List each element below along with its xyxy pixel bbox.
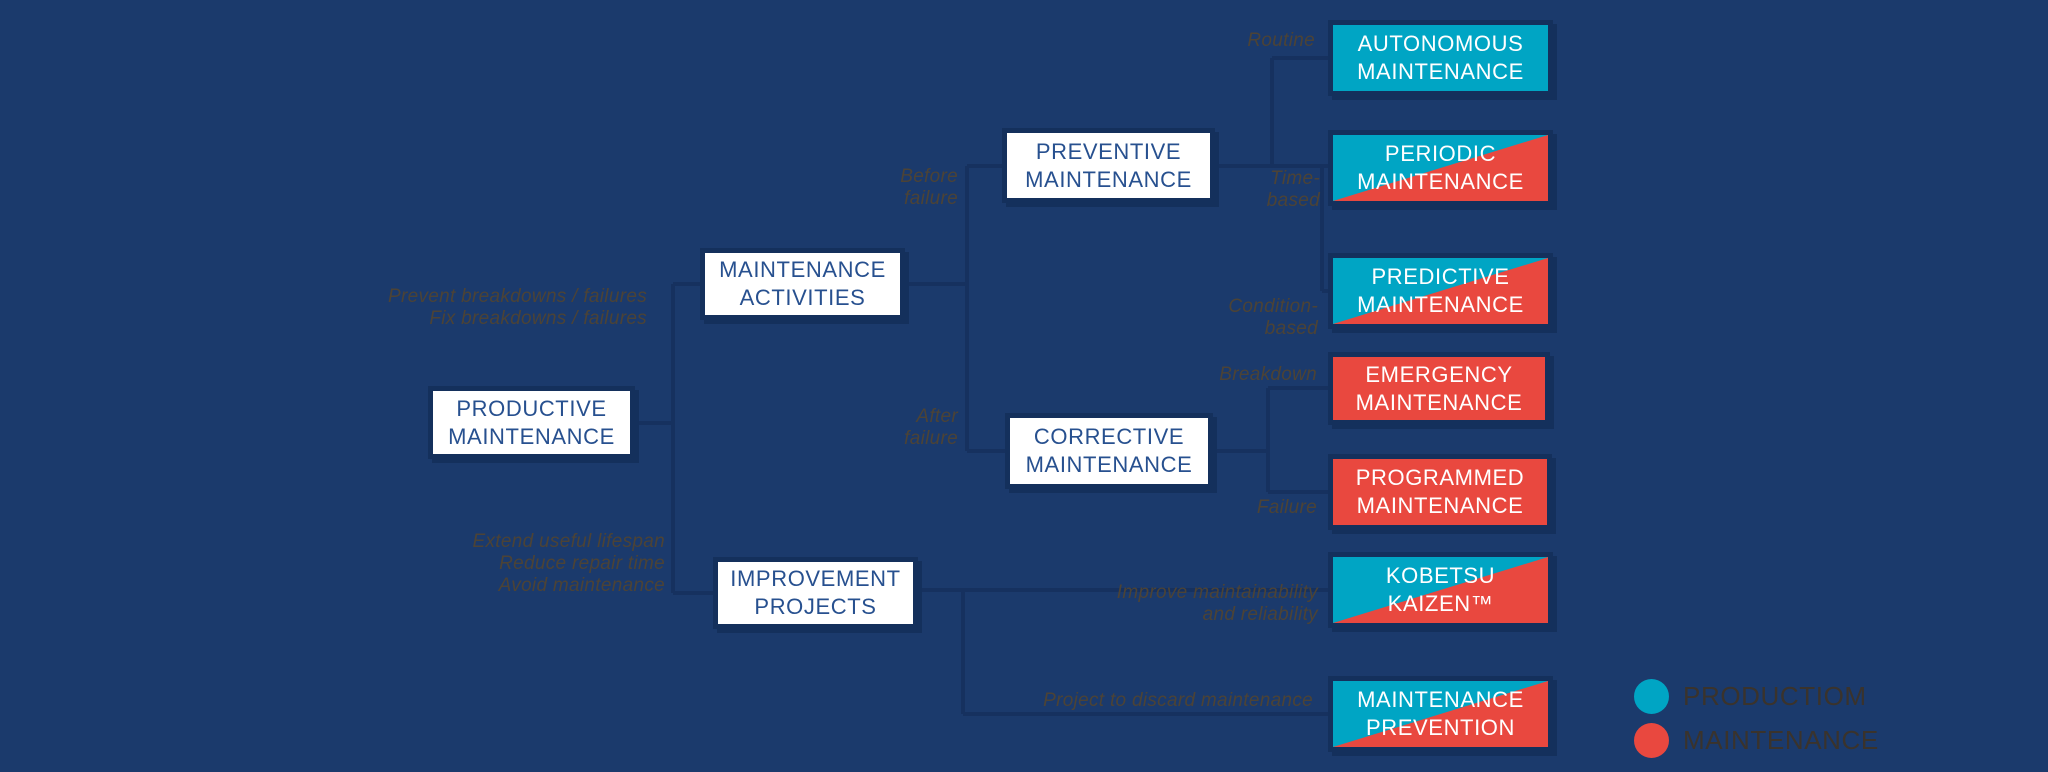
node-label: MAINTENANCE	[448, 423, 615, 449]
node-corrective-maintenance: CORRECTIVE MAINTENANCE	[1005, 413, 1213, 489]
node-label: MAINTENANCE	[1357, 292, 1524, 317]
node-label: KAIZEN™	[1387, 591, 1494, 616]
production-color-dot	[1634, 678, 1669, 714]
node-label: PREDICTIVE	[1371, 264, 1510, 289]
maintenance-color-dot	[1634, 722, 1669, 758]
legend-item-production: PRODUCTIOM	[1634, 674, 1879, 718]
node-autonomous-maintenance: AUTONOMOUS MAINTENANCE	[1328, 20, 1553, 96]
edge-label-failure: Failure	[1256, 497, 1317, 518]
edge-label-after-failure: After failure	[904, 406, 958, 449]
edge-label-improve-maintainability: Improve maintainability and reliability	[1116, 582, 1318, 625]
node-label: PERIODIC	[1384, 141, 1497, 166]
edge-label-time-based: Time- based	[1266, 168, 1320, 211]
node-label: PREVENTION	[1365, 715, 1516, 740]
node-programmed-maintenance: PROGRAMMED MAINTENANCE	[1328, 454, 1552, 530]
node-label: PRODUCTIVE	[456, 395, 607, 421]
node-label: EMERGENCY	[1365, 361, 1513, 387]
node-label: PROJECTS	[754, 594, 877, 619]
node-label: AUTONOMOUS	[1357, 31, 1524, 56]
node-productive-maintenance: PRODUCTIVE MAINTENANCE	[428, 386, 635, 459]
node-label: MAINTENANCE	[1357, 59, 1524, 84]
node-label: PROGRAMMED	[1355, 465, 1525, 490]
node-label: MAINTENANCE	[1025, 166, 1192, 192]
node-predictive-maintenance: PREDICTIVE MAINTENANCE	[1328, 253, 1553, 329]
legend: PRODUCTIOM MAINTENANCE	[1634, 674, 1879, 762]
node-label: PREVENTIVE	[1035, 138, 1182, 164]
node-label: MAINTENANCE	[1355, 389, 1523, 415]
legend-label: MAINTENANCE	[1683, 724, 1879, 755]
node-label: KOBETSU	[1385, 563, 1496, 588]
edge-label-discard-maintenance: Project to discard maintenance	[1043, 690, 1313, 711]
edge-label-condition-based: Condition- based	[1228, 296, 1318, 339]
node-improvement-projects: IMPROVEMENT PROJECTS	[713, 557, 918, 629]
node-label: MAINTENANCE	[719, 257, 886, 282]
node-label: CORRECTIVE	[1033, 424, 1185, 449]
edge-label-breakdown: Breakdown	[1219, 364, 1317, 385]
node-label: MAINTENANCE	[1357, 687, 1524, 712]
edge-label-before-failure: Before failure	[900, 166, 958, 209]
edge-label-prevent-fix: Prevent breakdowns / failures Fix breakd…	[388, 286, 647, 329]
node-kobetsu-kaizen: KOBETSU KAIZEN™	[1328, 552, 1553, 628]
node-label: MAINTENANCE	[1357, 169, 1524, 194]
node-preventive-maintenance: PREVENTIVE MAINTENANCE	[1002, 128, 1215, 203]
node-label: MAINTENANCE	[1356, 493, 1524, 518]
node-label: MAINTENANCE	[1025, 452, 1193, 477]
node-periodic-maintenance: PERIODIC MAINTENANCE	[1328, 130, 1553, 206]
edge-label-improvement-goals: Extend useful lifespan Reduce repair tim…	[472, 531, 665, 596]
node-emergency-maintenance: EMERGENCY MAINTENANCE	[1328, 352, 1550, 425]
node-label: ACTIVITIES	[739, 285, 866, 310]
legend-label: PRODUCTIOM	[1683, 680, 1867, 711]
node-maintenance-prevention: MAINTENANCE PREVENTION	[1328, 676, 1553, 752]
edge-label-routine: Routine	[1247, 30, 1315, 51]
node-label: IMPROVEMENT	[730, 566, 901, 591]
node-maintenance-activities: MAINTENANCE ACTIVITIES	[700, 248, 905, 320]
legend-item-maintenance: MAINTENANCE	[1634, 718, 1879, 762]
